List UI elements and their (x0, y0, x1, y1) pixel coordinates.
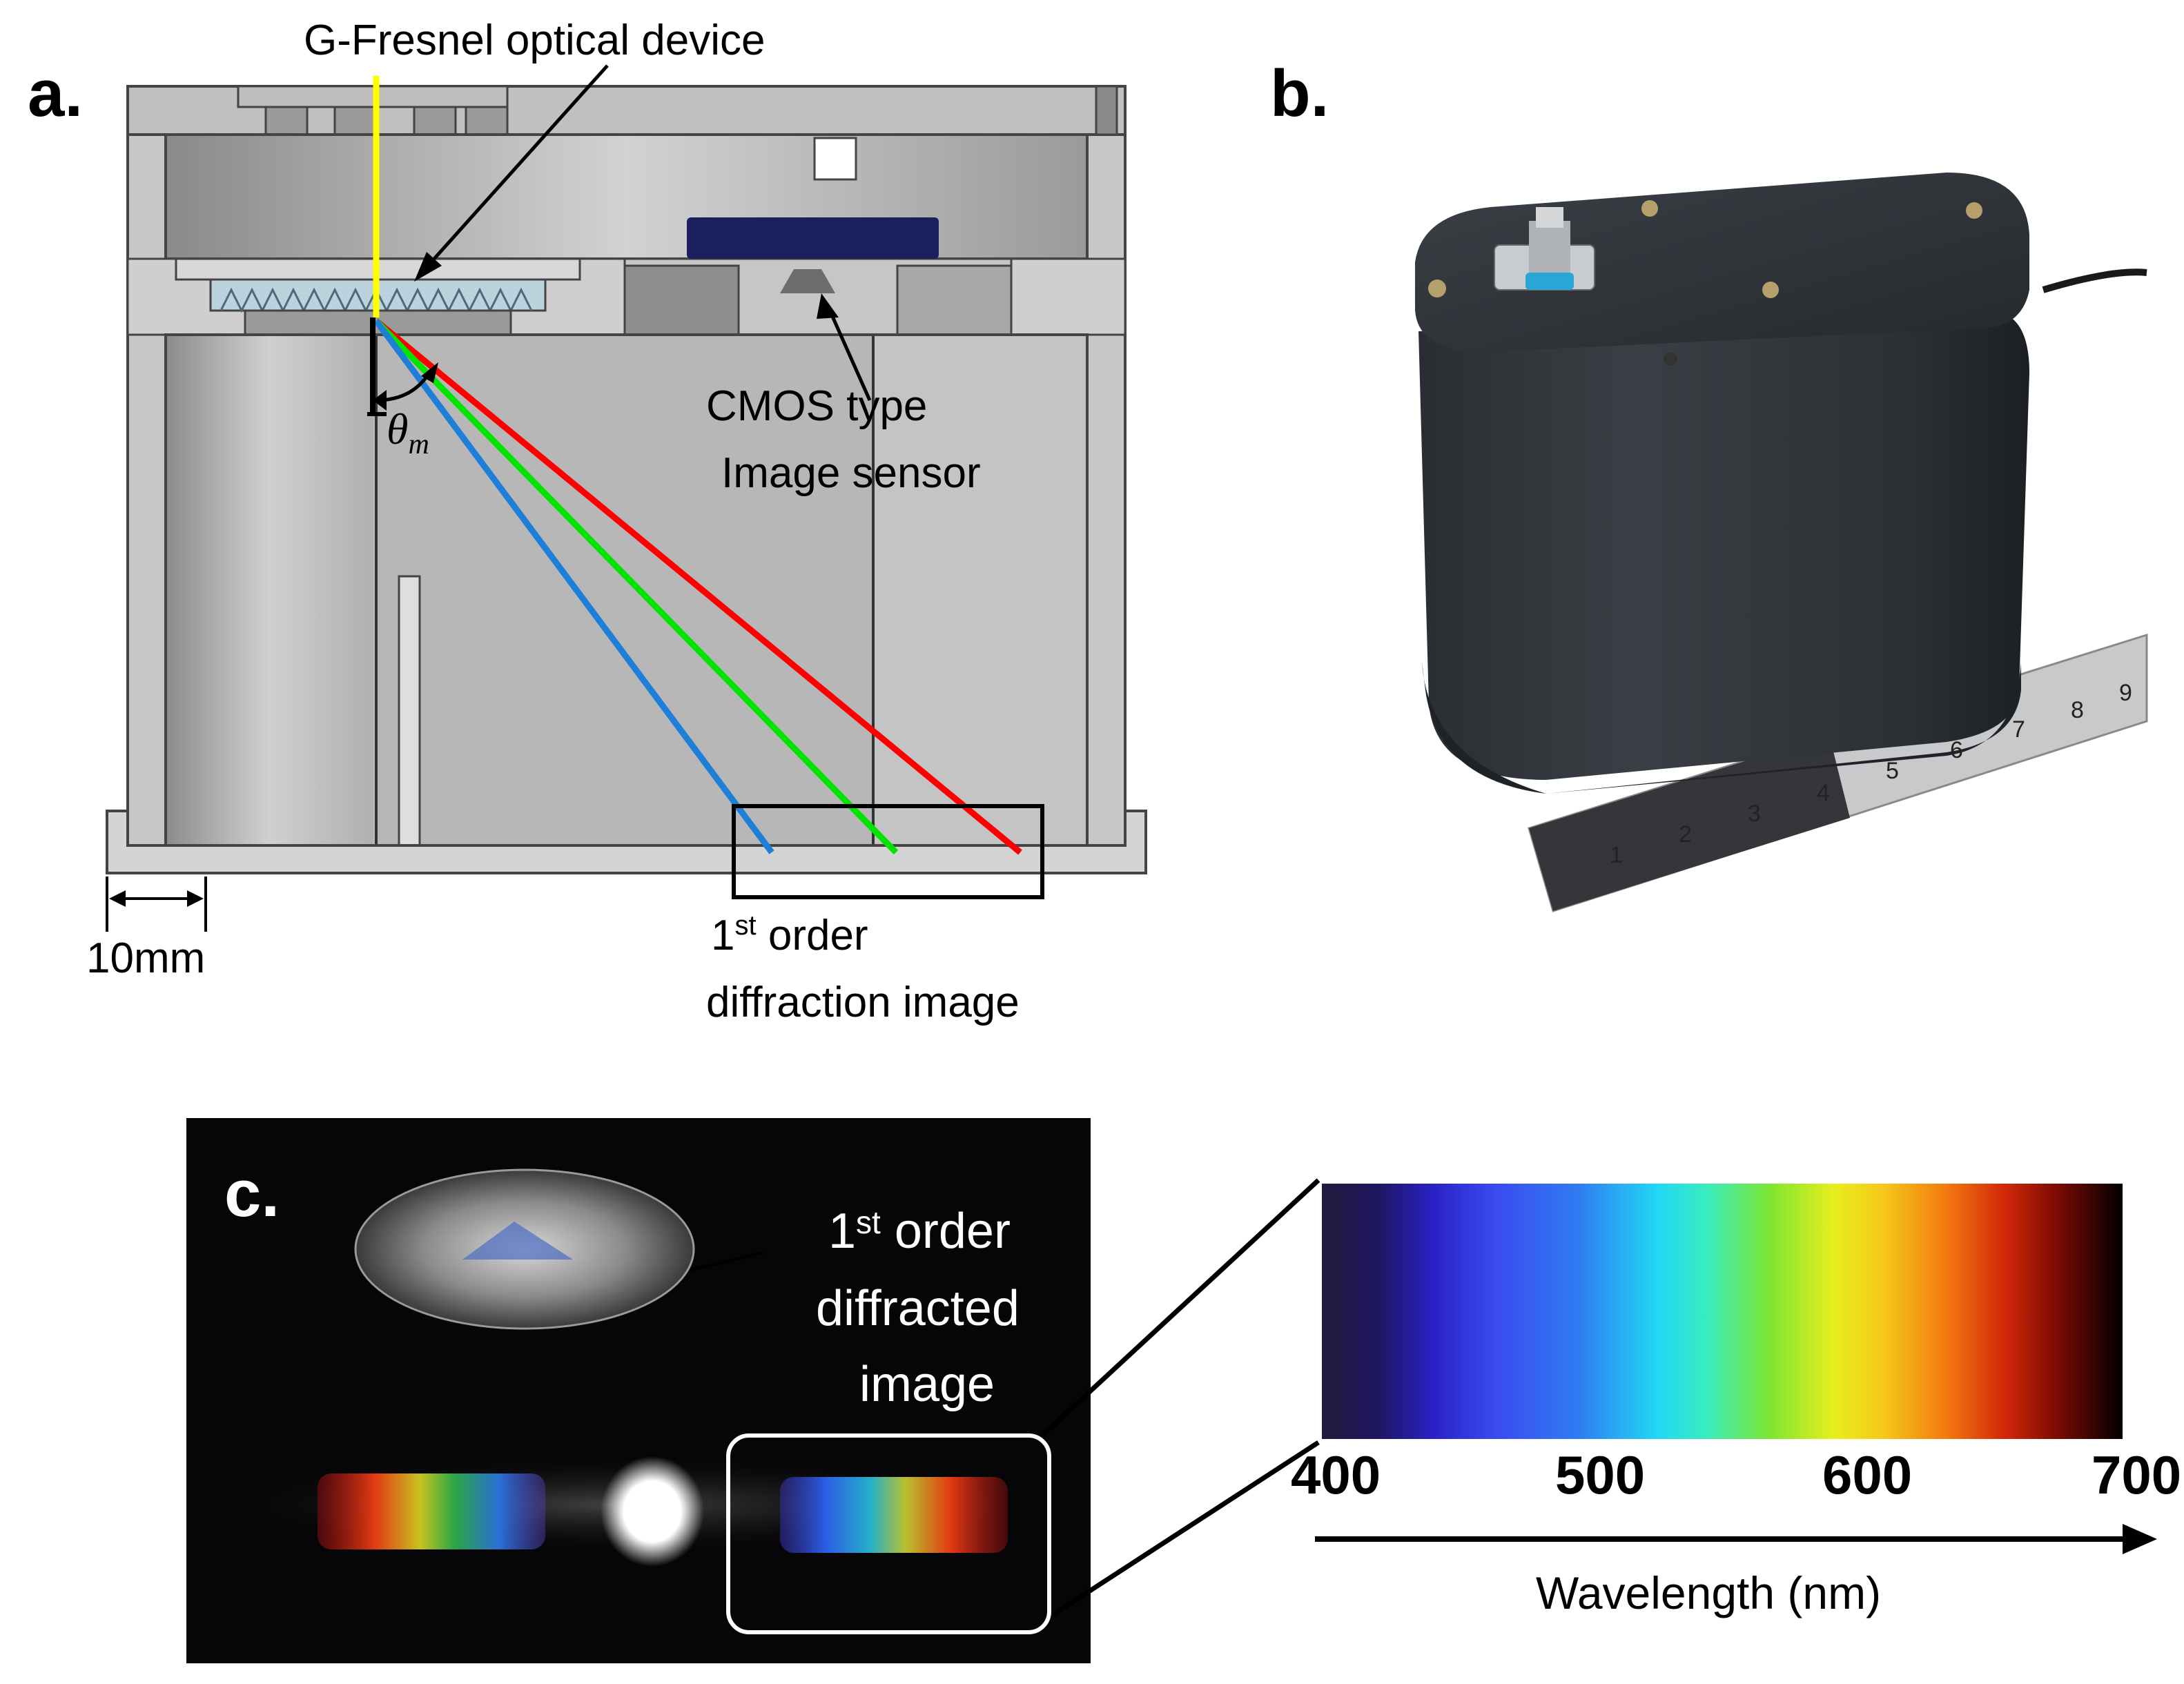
angle-label: θm (387, 407, 429, 459)
diffraction-photo (200, 1168, 1051, 1634)
panel-b: b. 1 2 3 4 5 6 7 (1256, 0, 2184, 939)
panel-c: c. (186, 1118, 1091, 1663)
tick-600: 600 (1822, 1445, 1913, 1505)
scale-label: 10mm (86, 934, 206, 982)
wavelength-arrow (1315, 1524, 2157, 1554)
diffraction-image-label-prefix: 1 (711, 912, 735, 959)
left-first-order-spectrum (318, 1474, 545, 1549)
diffracted-image-label-line1: 1st order (828, 1206, 1011, 1256)
cmos-label-line2: Image sensor (721, 449, 981, 497)
red-ray (374, 318, 1022, 855)
panel-a-letter: a. (28, 57, 84, 130)
wavelength-axis-label: Wavelength (nm) (1536, 1567, 1882, 1618)
device-body (1418, 311, 2029, 780)
tick-500: 500 (1555, 1445, 1646, 1505)
right-first-order-spectrum (780, 1477, 1008, 1553)
panel-b-letter: b. (1270, 57, 1329, 130)
panel-c-letter: c. (224, 1157, 280, 1231)
zero-order-spot (601, 1456, 704, 1567)
diffracted-image-label-line2: diffracted (816, 1281, 1020, 1336)
diffracted-image-label-line3: image (859, 1357, 995, 1412)
spectrum-bar (1322, 1184, 2123, 1439)
ruler-numbers: 1 2 3 4 5 6 7 8 9 (1610, 680, 2132, 868)
diffraction-image-label-line1: 1st order (711, 912, 868, 959)
ruler-number: 7 (2012, 716, 2025, 743)
ruler-number: 8 (2071, 697, 2084, 723)
ruler-number: 9 (2119, 680, 2132, 706)
ruler-number: 5 (1886, 758, 1899, 784)
diffraction-image-box (732, 804, 1044, 899)
diffraction-image-label-sup: st (734, 910, 757, 941)
blue-ray (373, 319, 774, 854)
diffracted-image-label-prefix: 1 (828, 1204, 857, 1259)
cmos-sensor (687, 217, 939, 259)
cmos-label-line1: CMOS type (706, 382, 928, 430)
panel-a-cross-section (106, 64, 1147, 932)
upper-chamber (164, 133, 1089, 260)
green-ray (373, 318, 899, 855)
device-lid (1415, 173, 2029, 352)
panel-a: a. (0, 0, 1173, 1049)
tick-700: 700 (2092, 1445, 2182, 1505)
diffraction-image-label-rest: order (756, 912, 868, 959)
diffracted-image-label-rest: order (880, 1204, 1011, 1259)
diffraction-image-label-line2: diffraction image (706, 979, 1020, 1026)
spectrometer-photo: 1 2 3 4 5 6 7 8 9 (1415, 173, 2148, 912)
spectrum-panel: 400 500 600 700 Wavelength (nm) (1277, 1173, 2184, 1684)
ruler-number: 4 (1817, 780, 1830, 806)
g-fresnel-label: G-Fresnel optical device (304, 17, 766, 64)
first-order-highlight-box (726, 1433, 1051, 1634)
diffracted-image-label-sup: st (856, 1204, 881, 1240)
ruler-number: 3 (1748, 801, 1761, 827)
angle-symbol: θ (387, 404, 409, 453)
ruler-number: 1 (1610, 842, 1623, 868)
tick-400: 400 (1291, 1445, 1381, 1505)
ruler-number: 6 (1950, 737, 1963, 763)
angle-subscript: m (408, 428, 429, 460)
ruler-number: 2 (1679, 821, 1692, 848)
